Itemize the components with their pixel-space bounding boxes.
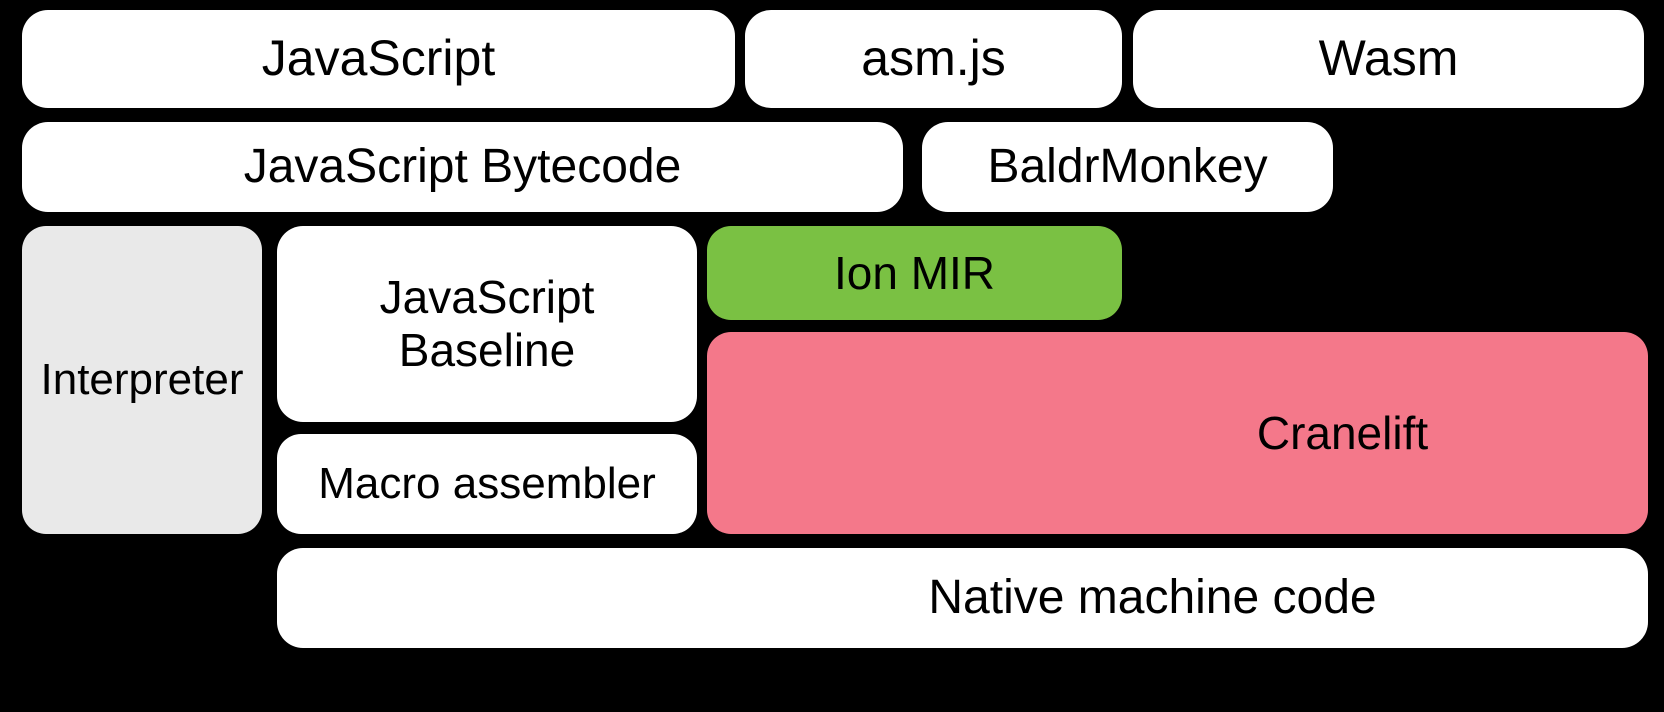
node-ion-mir[interactable]: Ion MIR (707, 226, 1122, 320)
node-cranelift[interactable]: Cranelift (707, 332, 1648, 534)
node-javascript-bytecode[interactable]: JavaScript Bytecode (22, 122, 903, 212)
node-macro-assembler[interactable]: Macro assembler (277, 434, 697, 534)
node-interpreter[interactable]: Interpreter (22, 226, 262, 534)
node-asm-js[interactable]: asm.js (745, 10, 1122, 108)
node-wasm[interactable]: Wasm (1133, 10, 1644, 108)
node-javascript[interactable]: JavaScript (22, 10, 735, 108)
node-baldrmonkey[interactable]: BaldrMonkey (922, 122, 1333, 212)
node-native-machine-code[interactable]: Native machine code (277, 548, 1648, 648)
node-javascript-baseline[interactable]: JavaScript Baseline (277, 226, 697, 422)
